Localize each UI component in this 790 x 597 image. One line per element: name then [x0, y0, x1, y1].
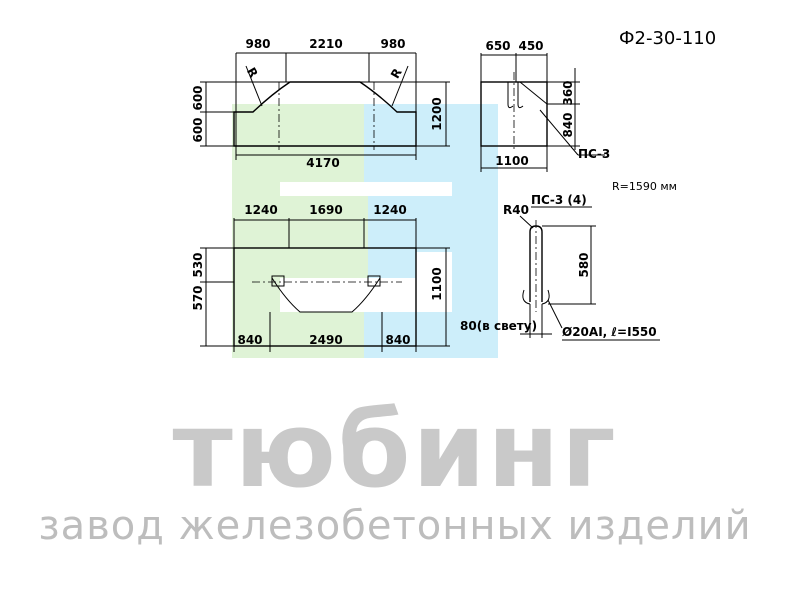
front-right-dim: 1200	[430, 97, 444, 130]
side-view: 650 450 360 840 1100 ПС-3	[480, 39, 610, 172]
front-top-dim-2: 2210	[309, 37, 342, 51]
drawing-title: Ф2-30-110	[619, 28, 716, 49]
side-right-dim-1: 360	[561, 80, 575, 105]
plan-left-dim-1: 530	[191, 252, 205, 277]
plan-right-dim: 1100	[430, 267, 444, 300]
front-left-dim-2: 600	[191, 117, 205, 142]
side-loop-left	[507, 82, 514, 109]
plan-top-dim-3: 1240	[373, 203, 406, 217]
plan-bottom-dim-2: 2490	[309, 333, 342, 347]
watermark-tagline: завод железобетонных изделий	[38, 503, 752, 549]
loop-spec: Ø20AI, ℓ=I550	[562, 325, 657, 339]
plan-loop-left	[271, 275, 285, 287]
front-left-dim-1: 600	[191, 85, 205, 110]
radius-label-right: R	[388, 66, 405, 81]
radius-leader-right	[391, 65, 409, 107]
loop-clear-width: 80(в свету)	[460, 319, 537, 333]
front-bottom-dim: 4170	[306, 156, 339, 170]
side-loop-right	[517, 82, 524, 109]
loop-detail-title: ПС-3 (4)	[531, 193, 587, 207]
plan-loop-right	[367, 275, 381, 287]
side-view-outline	[480, 81, 548, 147]
front-top-dim-1: 980	[245, 37, 270, 51]
plan-top-dim-1: 1240	[244, 203, 277, 217]
watermark-brand: тюбинг	[172, 389, 618, 511]
radius-note: R=1590 мм	[612, 180, 677, 193]
loop-hook-right	[541, 289, 550, 305]
loop-leader	[539, 109, 579, 156]
front-top-dim-3: 980	[380, 37, 405, 51]
loop-height-dim: 580	[577, 252, 591, 277]
radius-leader-left	[245, 65, 263, 107]
side-loop-label: ПС-3	[578, 147, 610, 161]
side-view-slope	[519, 81, 548, 105]
front-view: 980 2210 980 R R 600 600 1200 4170	[191, 37, 450, 170]
plan-top-dim-2: 1690	[309, 203, 342, 217]
side-top-dim-1: 650	[485, 39, 510, 53]
plan-bottom-dim-3: 840	[385, 333, 410, 347]
side-top-dim-2: 450	[518, 39, 543, 53]
plan-bottom-dim-1: 840	[237, 333, 262, 347]
plan-view: 1240 1690 1240 530 570 1100 840 2490 840	[191, 203, 450, 352]
loop-spec-leader	[547, 299, 563, 329]
loop-detail: R40 ПС-3 (4) 580 80(в свету) Ø20AI, ℓ=I5…	[460, 193, 660, 341]
loop-radius-label: R40	[503, 203, 529, 217]
side-bottom-dim: 1100	[495, 154, 528, 168]
plan-left-dim-2: 570	[191, 285, 205, 310]
side-right-dim-2: 840	[561, 112, 575, 137]
watermark-logo	[232, 104, 498, 358]
loop-hook-left	[522, 289, 531, 305]
plan-view-cutout	[271, 277, 381, 313]
